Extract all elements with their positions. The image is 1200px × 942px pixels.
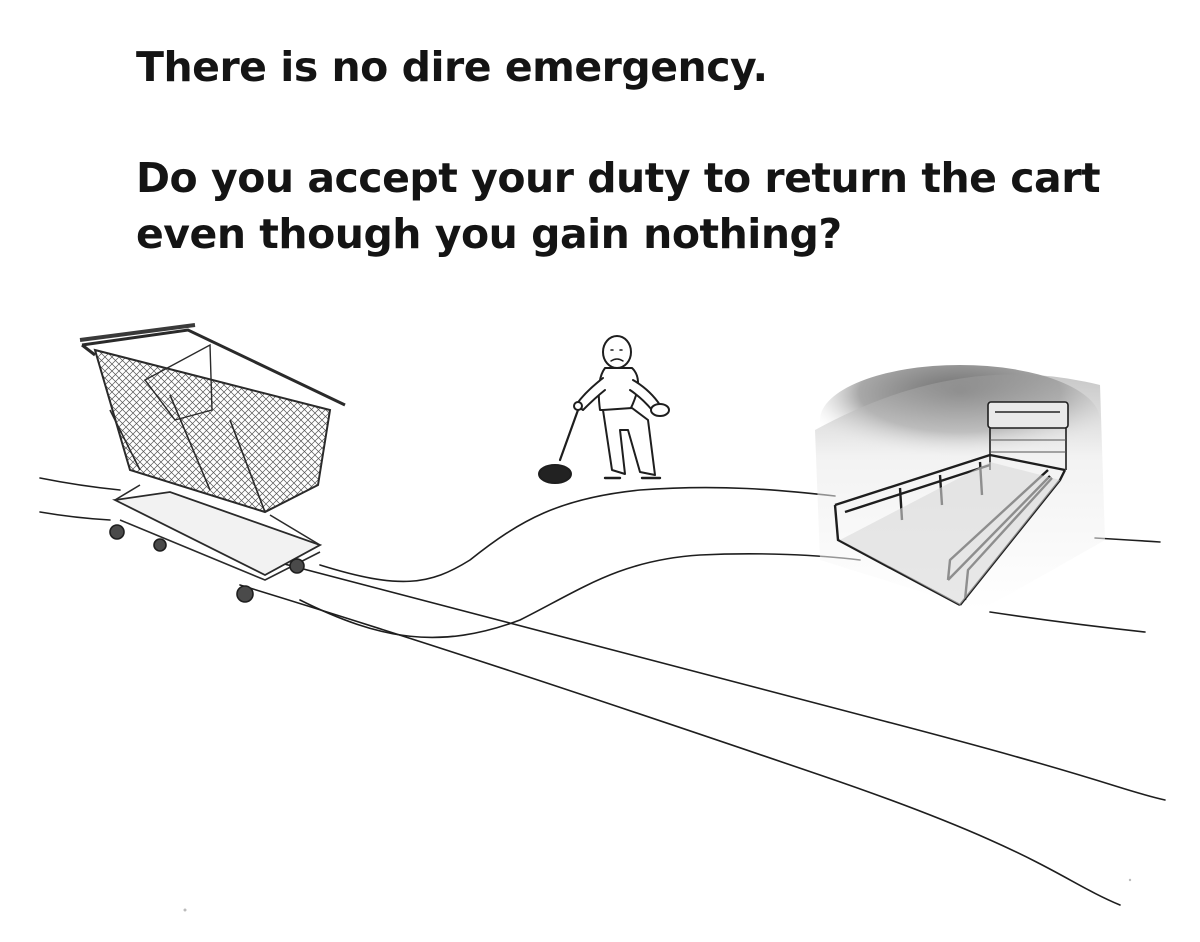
lever-base	[538, 464, 572, 484]
track-branch-upper	[319, 486, 836, 583]
track-lines	[39, 477, 1166, 906]
track-main-upper	[249, 554, 1166, 801]
track-left-upper	[39, 477, 121, 491]
track-right-lower	[989, 611, 1146, 633]
caption: There is no dire emergency. Do you accep…	[136, 38, 1176, 262]
cart-wheels	[109, 524, 305, 603]
paper-specks	[183, 878, 1132, 912]
cart-base	[112, 491, 323, 577]
track-main-lower	[239, 584, 1121, 906]
cart-handle	[79, 323, 196, 342]
cart-basket	[93, 348, 332, 514]
track-branch-lower	[299, 553, 861, 639]
person-with-lever	[538, 335, 670, 484]
person-head	[602, 335, 632, 369]
caption-line-question: Do you accept your duty to return the ca…	[136, 154, 1101, 258]
cart-corral	[815, 365, 1105, 610]
shopping-cart	[79, 323, 346, 603]
person-legs	[602, 407, 656, 476]
lever-stick	[558, 408, 580, 462]
track-left-lower	[39, 511, 111, 521]
caption-line-emergency: There is no dire emergency.	[136, 43, 768, 91]
